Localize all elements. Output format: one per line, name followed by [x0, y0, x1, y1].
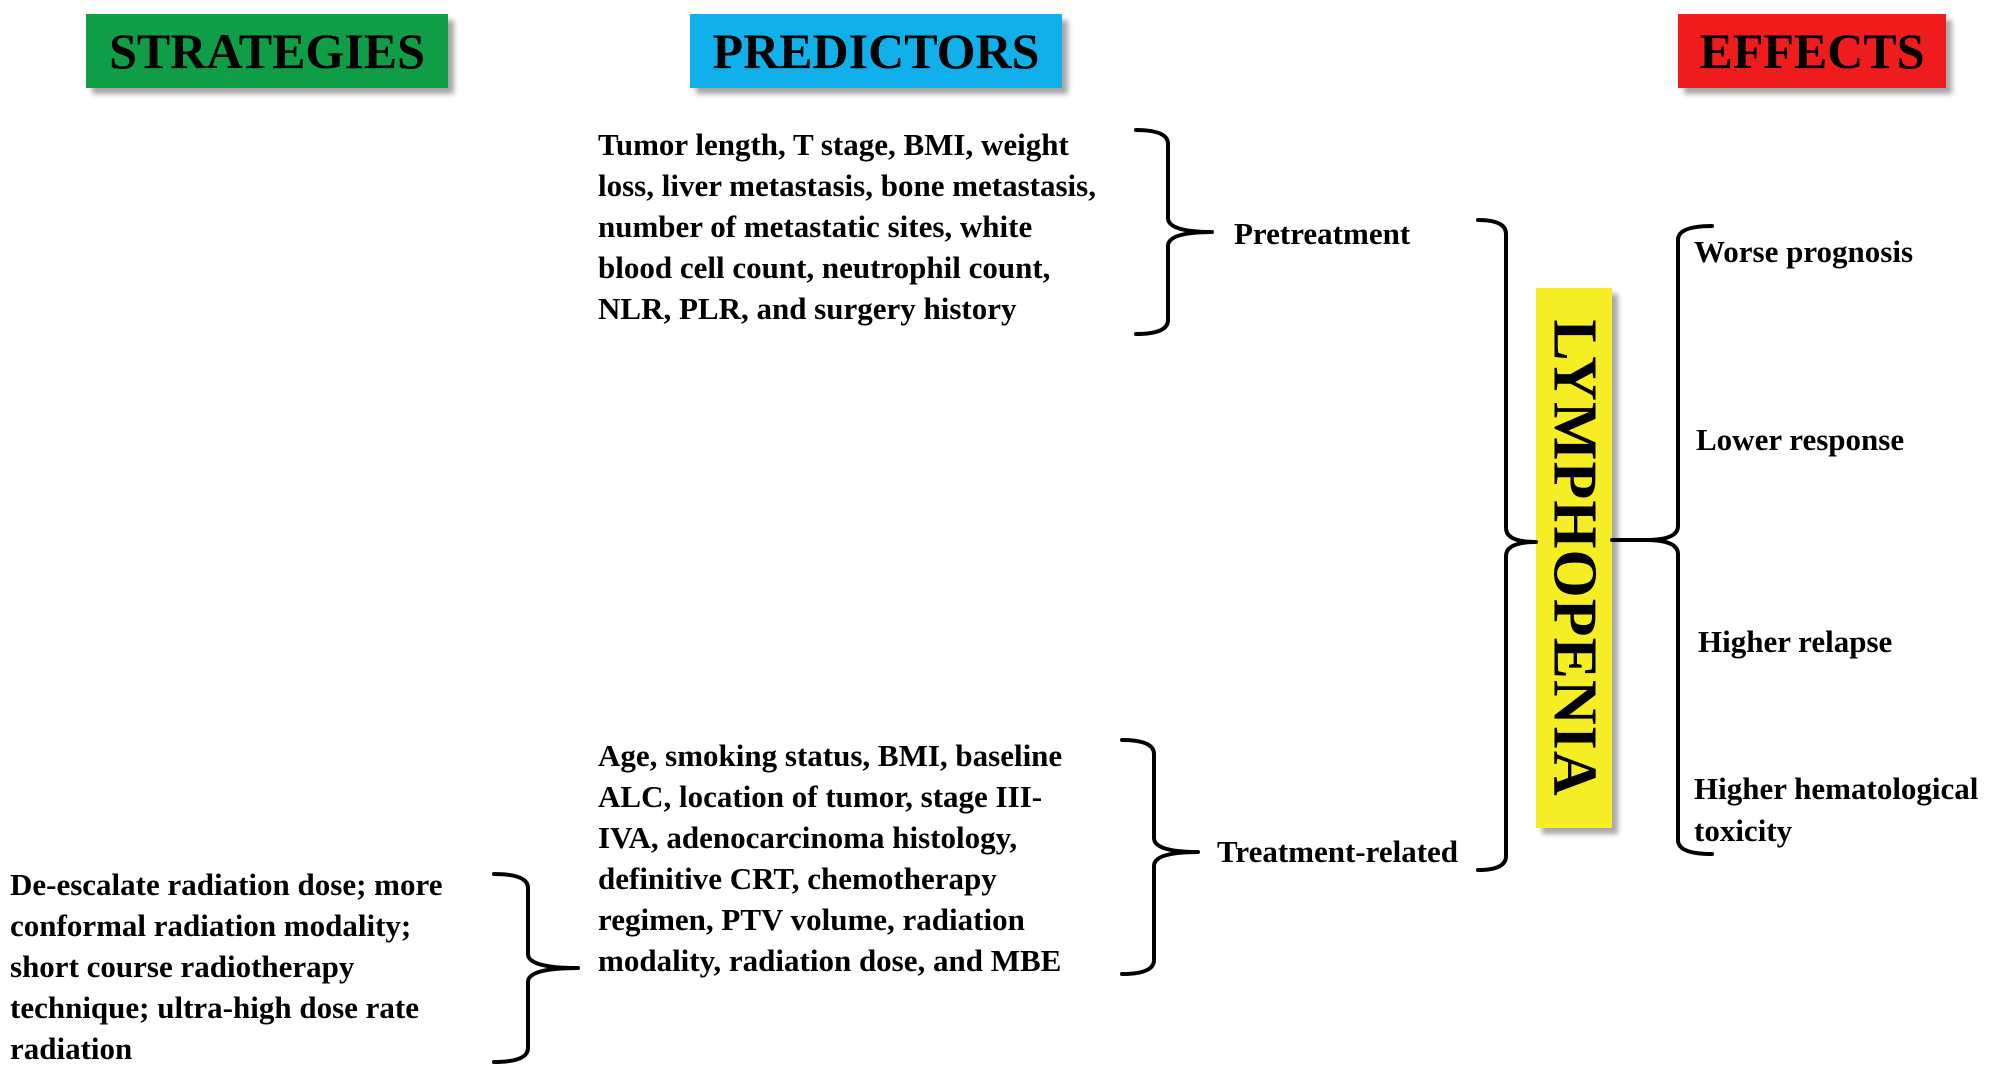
effect-item: Higher hematological toxicity: [1694, 768, 1978, 852]
text-line: definitive CRT, chemotherapy: [598, 861, 997, 896]
effect-item: Higher relapse: [1698, 624, 1892, 660]
text-line: IVA, adenocarcinoma histology,: [598, 820, 1018, 855]
text-line: number of metastatic sites, white: [598, 209, 1033, 244]
text-line: radiation: [10, 1031, 133, 1066]
text-line: modality, radiation dose, and MBE: [598, 943, 1062, 978]
text-line: regimen, PTV volume, radiation: [598, 902, 1025, 937]
effect-line: Lower response: [1696, 422, 1905, 457]
text-line: Age, smoking status, BMI, baseline: [598, 738, 1063, 773]
text-line: ALC, location of tumor, stage III-: [598, 779, 1043, 814]
effect-item: Lower response: [1696, 422, 1904, 458]
strategies-text: De-escalate radiation dose; more conform…: [10, 864, 442, 1069]
text-line: technique; ultra-high dose rate: [10, 990, 420, 1025]
treatment-related-predictors-text: Age, smoking status, BMI, baseline ALC, …: [598, 735, 1062, 981]
treatment-related-brace: [1120, 738, 1200, 976]
predictors-header: PREDICTORS: [690, 14, 1062, 88]
text-line: Tumor length, T stage, BMI, weight: [598, 127, 1069, 162]
effect-item: Worse prognosis: [1694, 234, 1913, 270]
effect-line: Higher hematological: [1694, 771, 1979, 806]
treatment-related-label: Treatment-related: [1217, 834, 1459, 869]
text-line: blood cell count, neutrophil count,: [598, 250, 1051, 285]
text-line: short course radiotherapy: [10, 949, 355, 984]
text-line: conformal radiation modality;: [10, 908, 412, 943]
pretreatment-label: Pretreatment: [1234, 216, 1411, 251]
pretreatment-brace: [1134, 128, 1214, 336]
text-line: De-escalate radiation dose; more: [10, 867, 443, 902]
lymphopenia-input-brace: [1476, 218, 1538, 872]
effect-line: Higher relapse: [1698, 624, 1893, 659]
effect-line: toxicity: [1694, 813, 1793, 848]
strategies-brace: [492, 872, 580, 1064]
effects-brace: [1644, 224, 1714, 856]
strategies-header: STRATEGIES: [86, 14, 448, 88]
lymphopenia-bar: LYMPHOPENIA: [1536, 288, 1612, 828]
text-line: NLR, PLR, and surgery history: [598, 291, 1017, 326]
text-line: loss, liver metastasis, bone metastasis,: [598, 168, 1096, 203]
effect-line: Worse prognosis: [1694, 234, 1914, 269]
pretreatment-predictors-text: Tumor length, T stage, BMI, weight loss,…: [598, 124, 1096, 329]
effects-header: EFFECTS: [1678, 14, 1946, 88]
